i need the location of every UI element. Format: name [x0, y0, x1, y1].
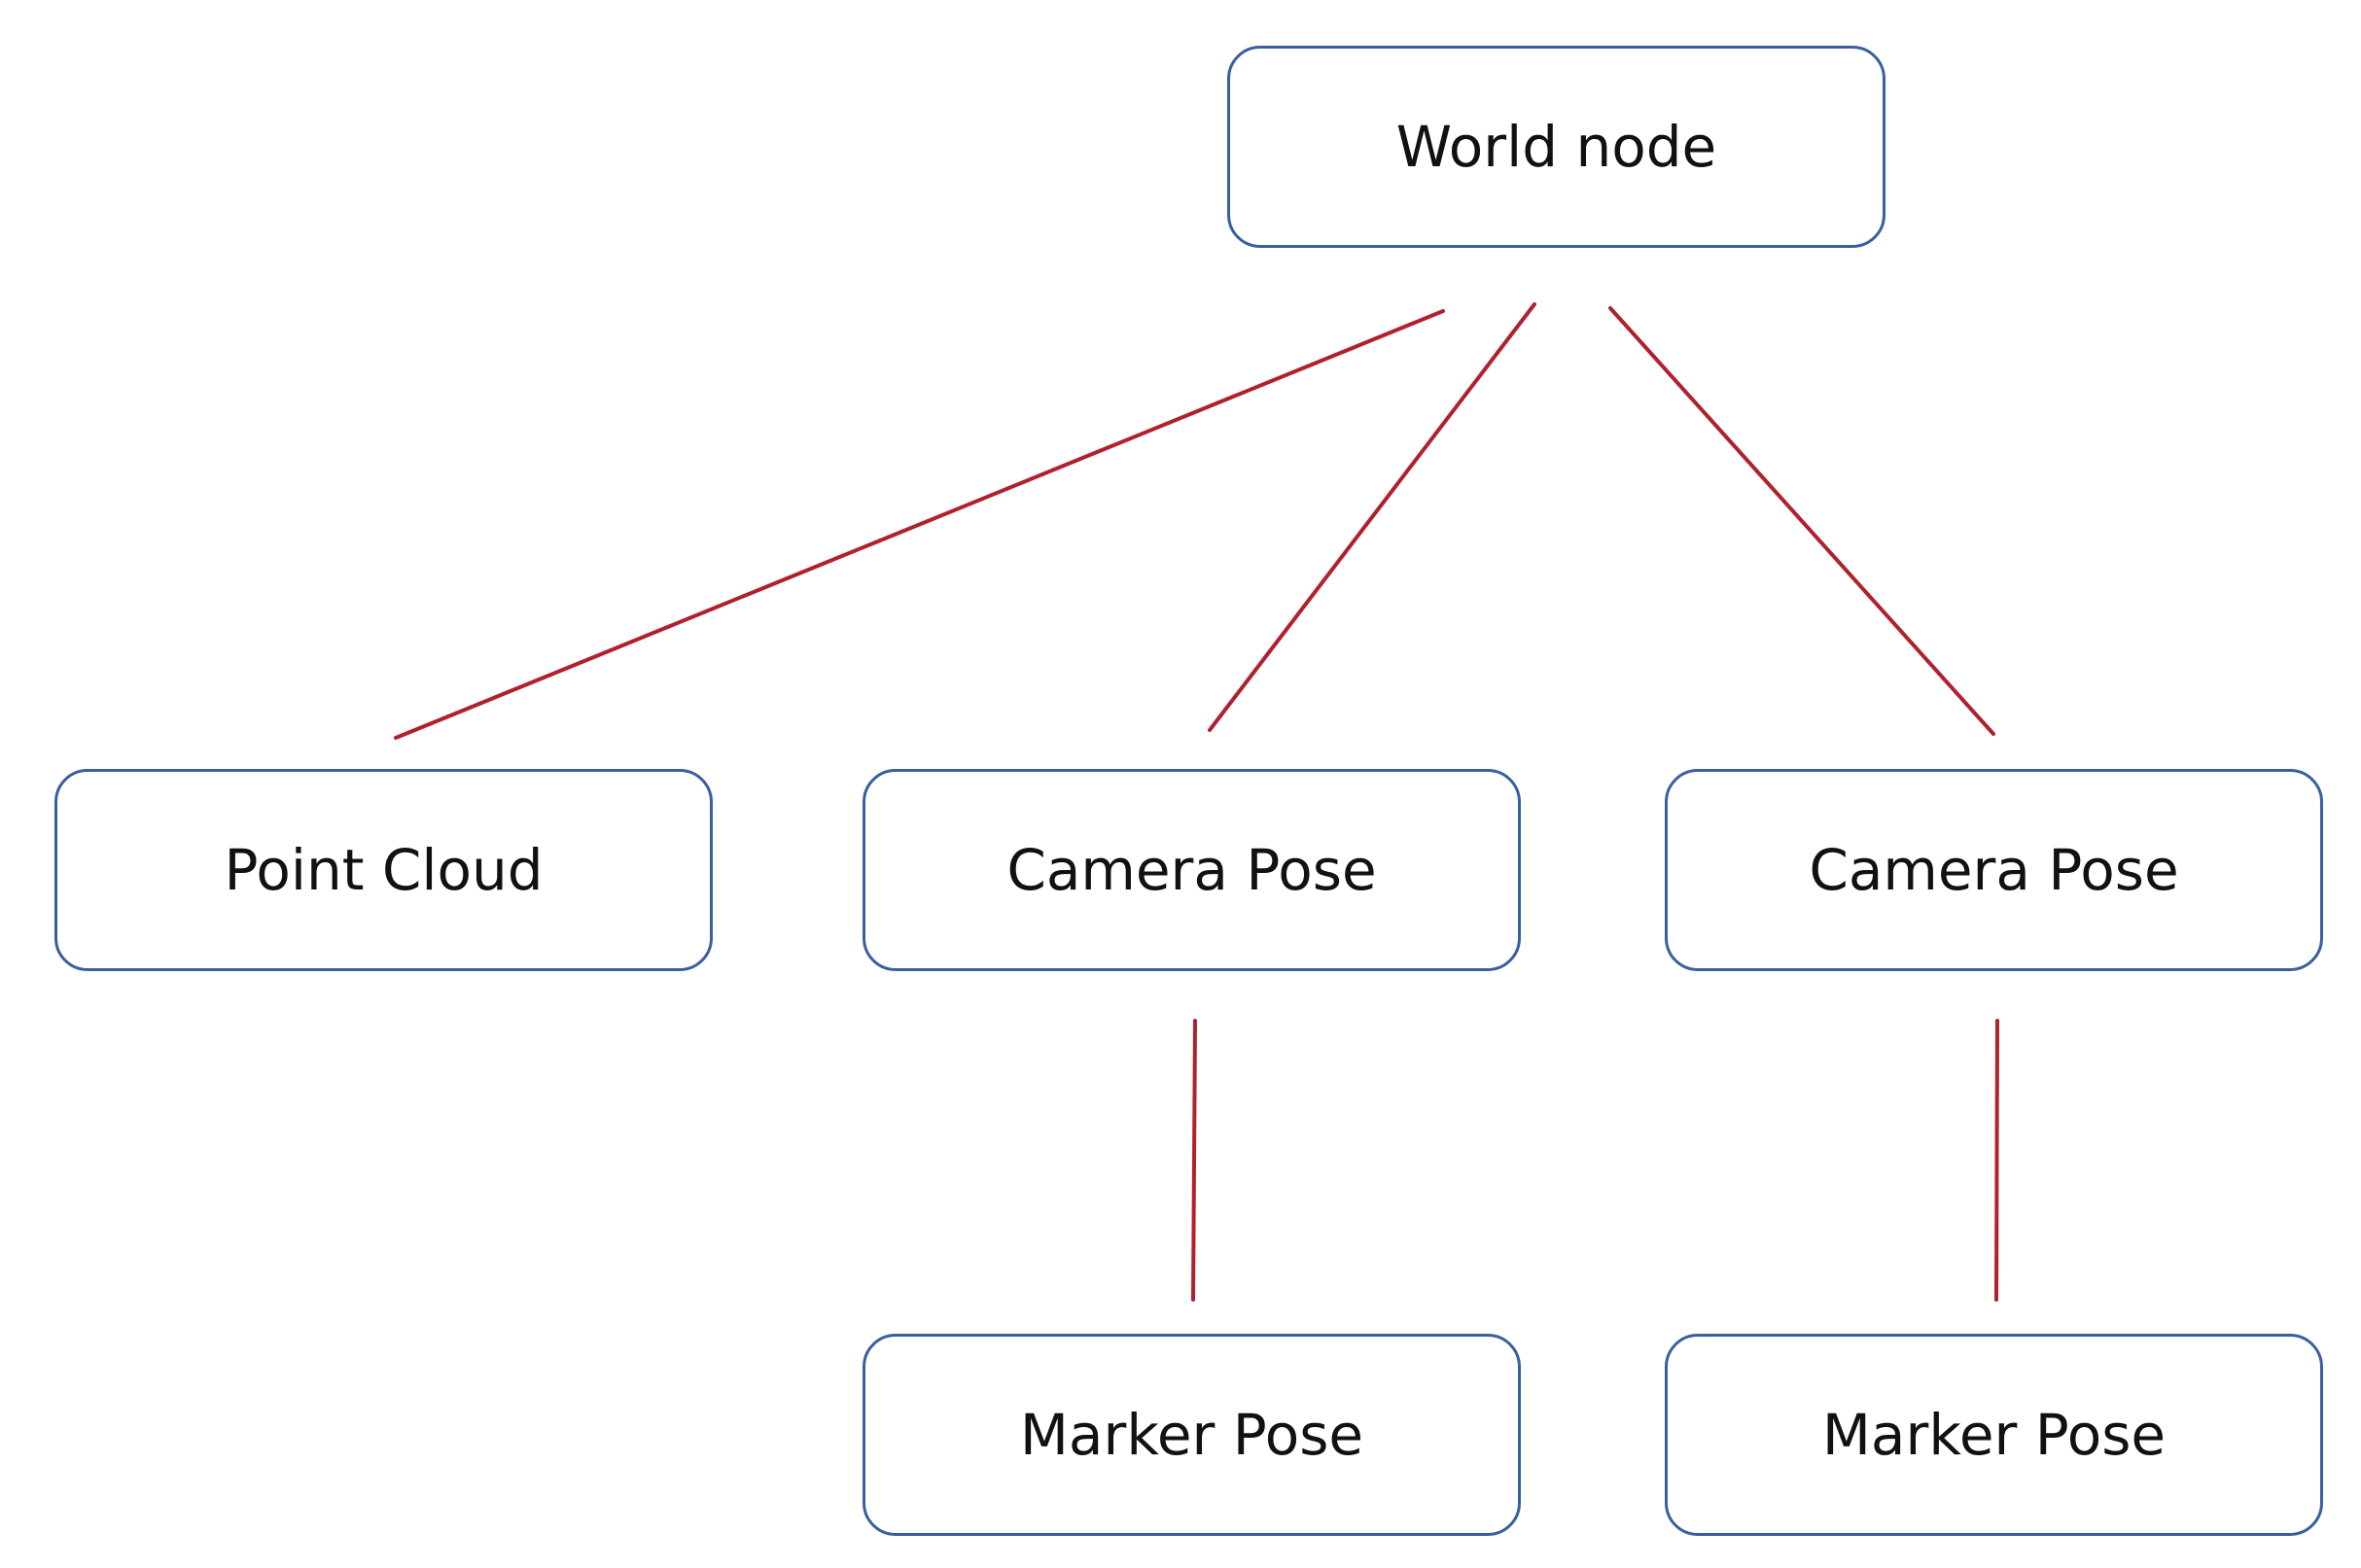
edge-world-to-camera-pose-1 — [1208, 302, 1536, 732]
node-camera-pose-2-label: Camera Pose — [1809, 837, 2179, 903]
node-camera-pose-1: Camera Pose — [863, 769, 1521, 971]
node-point-cloud: Point Cloud — [54, 769, 713, 971]
edge-world-to-camera-pose-2 — [1608, 306, 1995, 736]
edge-camera-pose-2-to-marker-pose-2 — [1994, 1019, 1999, 1302]
node-world: World node — [1227, 46, 1885, 248]
node-camera-pose-2: Camera Pose — [1665, 769, 2323, 971]
node-marker-pose-1-label: Marker Pose — [1019, 1402, 1364, 1468]
node-camera-pose-1-label: Camera Pose — [1006, 837, 1377, 903]
edge-world-to-point-cloud — [394, 309, 1445, 740]
node-marker-pose-2: Marker Pose — [1665, 1334, 2323, 1536]
node-point-cloud-label: Point Cloud — [224, 837, 544, 903]
edge-camera-pose-1-to-marker-pose-1 — [1191, 1019, 1197, 1302]
node-marker-pose-1: Marker Pose — [863, 1334, 1521, 1536]
node-world-label: World node — [1395, 114, 1717, 180]
node-marker-pose-2-label: Marker Pose — [1821, 1402, 2167, 1468]
